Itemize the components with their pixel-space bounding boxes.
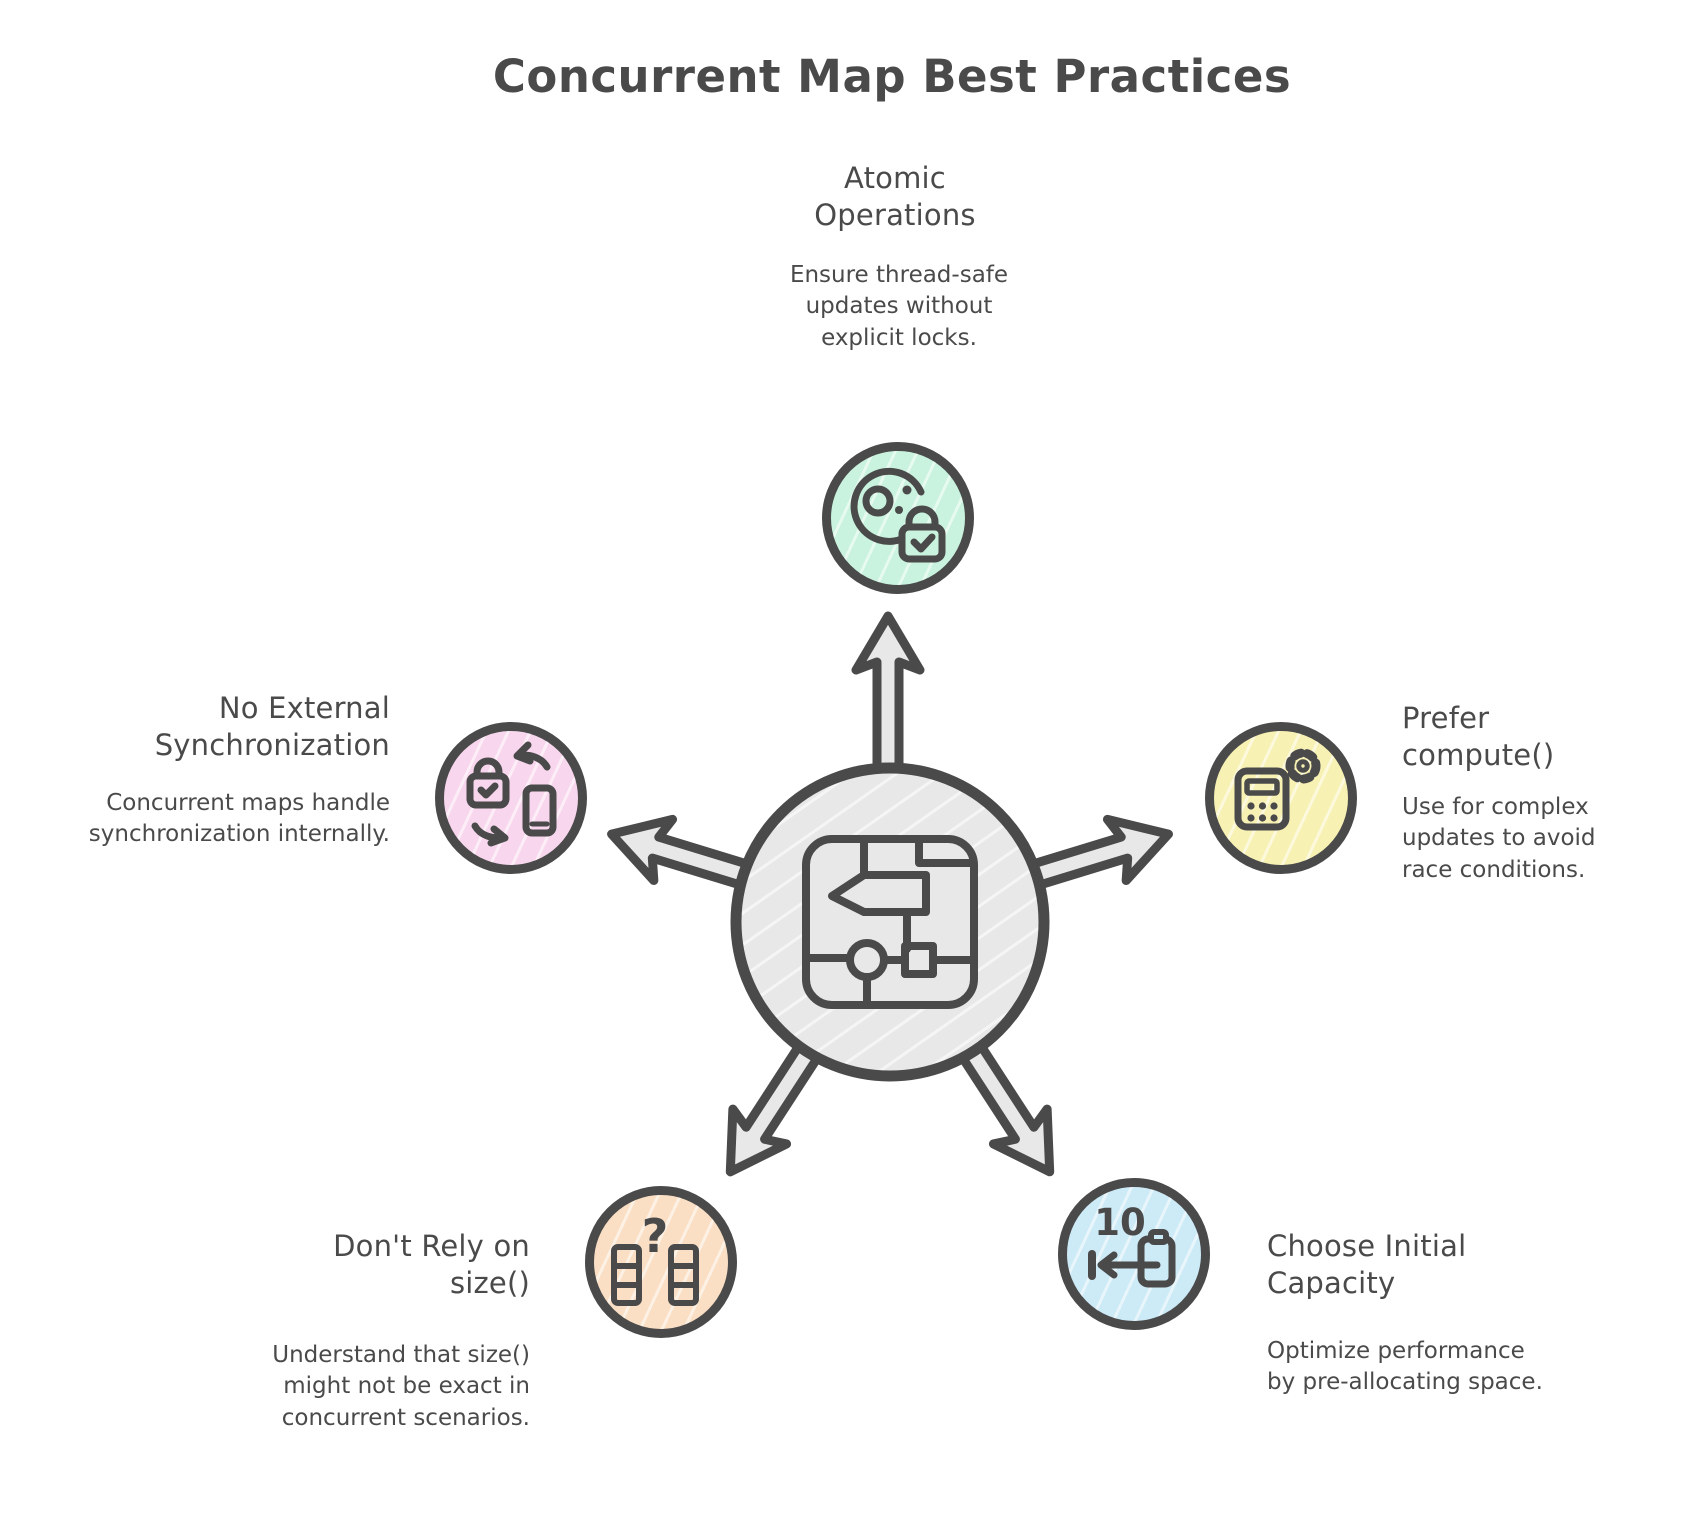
circuit-map-icon [802, 835, 978, 1009]
node-sync-circle [435, 722, 587, 874]
node-compute-circle [1205, 722, 1357, 874]
question-mark-glyph: ? [642, 1209, 669, 1263]
node-capacity-body: Optimize performance by pre-allocating s… [1267, 1338, 1543, 1396]
node-capacity-circle: 10 [1058, 1178, 1210, 1330]
node-sync-title: No External Synchronization [154, 691, 390, 763]
arrow-lower-right-icon [954, 1035, 1055, 1177]
capacity-badge: 10 [1094, 1201, 1146, 1244]
node-atomic-title: Atomic Operations [814, 161, 976, 233]
calculator-gear-icon [1234, 748, 1321, 831]
capacity-arrow-icon: 10 [1088, 1201, 1176, 1288]
lock-sync-icon [466, 741, 557, 847]
diagram-title: Concurrent Map Best Practices [492, 50, 1292, 103]
node-size-title: Don't Rely on size() [333, 1229, 530, 1301]
node-size-body: Understand that size() might not be exac… [272, 1342, 530, 1431]
node-atomic-body: Ensure thread-safe updates without expli… [789, 262, 1009, 351]
node-compute-body: Use for complex updates to avoid race co… [1402, 794, 1596, 883]
hub-arrows [607, 611, 1173, 1177]
node-atomic-circle [822, 442, 974, 594]
node-sync-body: Concurrent maps handle synchronization i… [88, 790, 390, 848]
arrow-upper-left-icon [607, 814, 763, 894]
node-compute-title: Prefer compute() [1402, 701, 1555, 773]
atom-lock-icon [850, 467, 946, 563]
node-capacity-title: Choose Initial Capacity [1267, 1229, 1467, 1301]
arrow-upper-right-icon [1017, 814, 1173, 894]
columns-question-icon: ? [611, 1209, 699, 1306]
arrow-lower-left-icon [725, 1035, 826, 1177]
node-size-circle: ? [585, 1186, 737, 1338]
